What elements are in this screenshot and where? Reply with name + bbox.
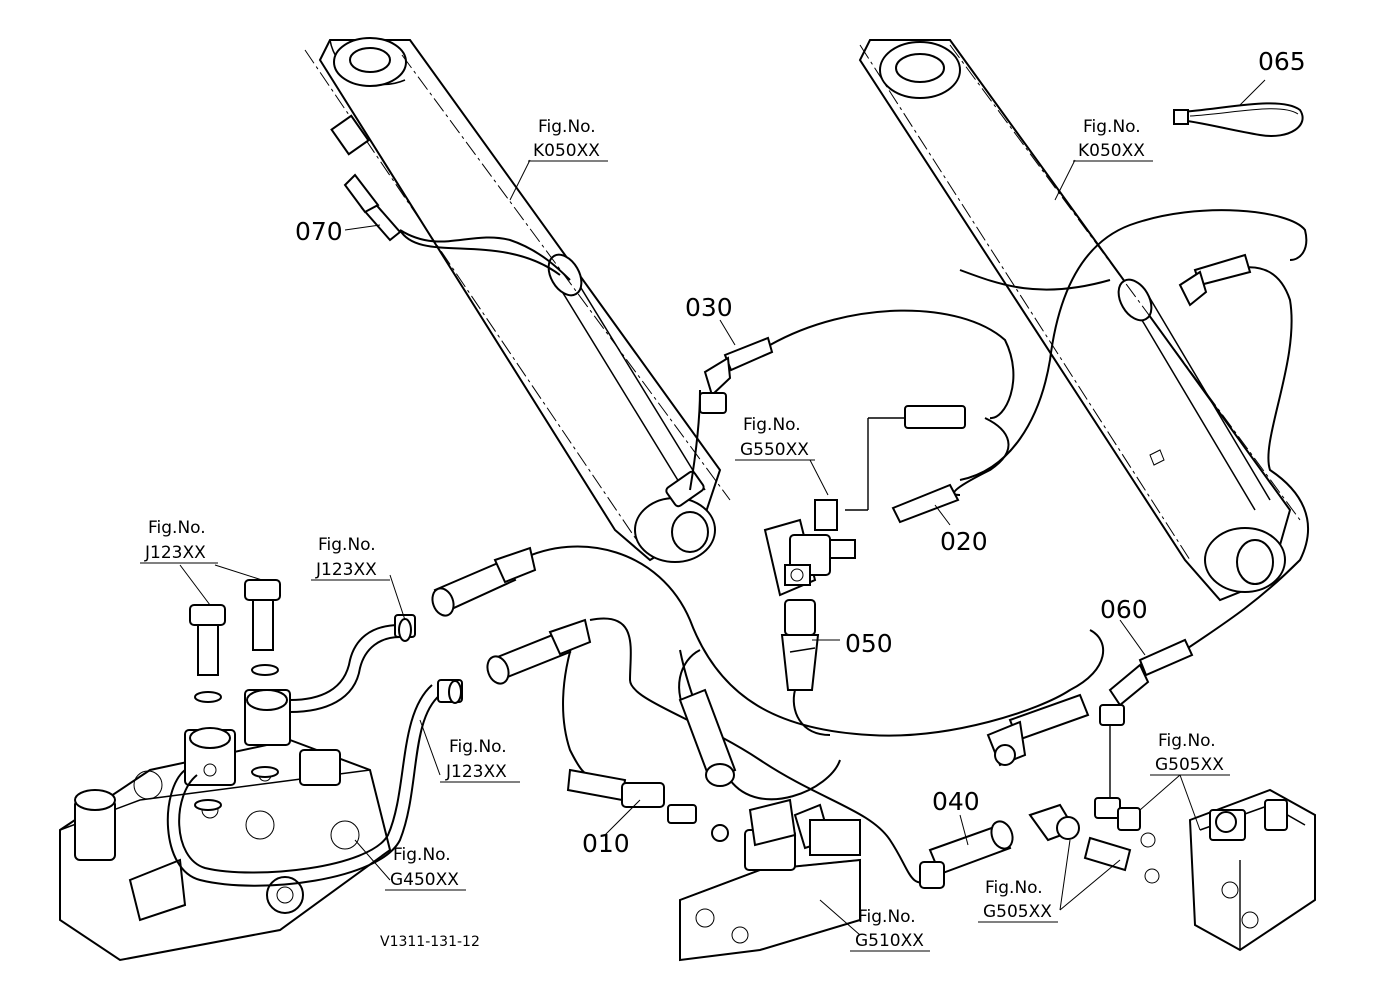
hose-060 (959, 253, 1310, 800)
svg-text:Fig.No.: Fig.No. (393, 845, 451, 865)
part-number-010: 010 (582, 829, 630, 858)
hose-end-lower-left (486, 618, 592, 685)
right-lift-cylinder (858, 39, 1301, 602)
fig-ref-g450: Fig.No. G450XX (385, 845, 466, 891)
fig-ref-k050-left: Fig.No. K050XX (528, 117, 608, 162)
svg-text:G505XX: G505XX (1155, 755, 1224, 775)
hose-end-center (678, 688, 737, 787)
svg-text:Fig.No.: Fig.No. (1083, 117, 1141, 137)
hose-070 (330, 114, 571, 281)
control-valve-g505 (1188, 788, 1316, 952)
part-number-065: 065 (1258, 47, 1306, 76)
cable-tie-065 (1173, 102, 1304, 137)
part-number-040: 040 (932, 787, 980, 816)
svg-text:Fig.No.: Fig.No. (858, 907, 916, 927)
svg-text:G450XX: G450XX (390, 870, 459, 890)
part-number-060: 060 (1100, 595, 1148, 624)
fig-ref-k050-right: Fig.No. K050XX (1073, 117, 1153, 162)
svg-text:Fig.No.: Fig.No. (538, 117, 596, 137)
fig-ref-g505-center: Fig.No. G505XX (978, 878, 1058, 923)
hose-end-050 (780, 599, 820, 691)
svg-text:Fig.No.: Fig.No. (318, 535, 376, 555)
svg-text:G510XX: G510XX (855, 931, 924, 951)
elbow-fittings-right (1028, 797, 1160, 884)
hose-030 (689, 309, 1015, 491)
fig-ref-g505-right: Fig.No. G505XX (1150, 731, 1230, 776)
svg-text:J123XX: J123XX (144, 543, 206, 563)
hose-010 (562, 634, 729, 842)
svg-text:G550XX: G550XX (740, 440, 809, 460)
hose-end-upper-left (431, 546, 537, 617)
fig-ref-j123-lower: Fig.No. J123XX (440, 737, 520, 783)
hose-end-right-upper (986, 693, 1090, 767)
hose-020 (845, 209, 1308, 524)
banjo-bolts-j123 (189, 579, 281, 811)
svg-text:K050XX: K050XX (533, 141, 600, 161)
part-number-020: 020 (940, 527, 988, 556)
fig-ref-g510: Fig.No. G510XX (850, 907, 930, 952)
svg-text:Fig.No.: Fig.No. (1158, 731, 1216, 751)
control-valve-g450 (59, 689, 392, 962)
part-number-070: 070 (295, 217, 343, 246)
svg-text:J123XX: J123XX (315, 560, 377, 580)
svg-text:J123XX: J123XX (445, 762, 507, 782)
fig-ref-j123-left: Fig.No. J123XX (140, 518, 218, 564)
fig-ref-j123-center: Fig.No. J123XX (311, 535, 390, 581)
drawing-code: V1311-131-12 (380, 934, 480, 950)
svg-text:Fig.No.: Fig.No. (985, 878, 1043, 898)
leader-lines (179, 79, 1266, 936)
part-number-050: 050 (845, 629, 893, 658)
solenoid-valve-g510 (679, 798, 861, 962)
svg-text:G505XX: G505XX (983, 902, 1052, 922)
steel-pipes-j123 (166, 614, 463, 887)
part-number-030: 030 (685, 293, 733, 322)
svg-text:Fig.No.: Fig.No. (449, 737, 507, 757)
left-lift-cylinder (304, 37, 731, 563)
svg-text:Fig.No.: Fig.No. (743, 415, 801, 435)
svg-text:Fig.No.: Fig.No. (148, 518, 206, 538)
tee-fitting-g550 (763, 499, 856, 597)
fig-ref-g550: Fig.No. G550XX (735, 415, 815, 461)
hose-end-040 (919, 820, 1014, 889)
svg-text:K050XX: K050XX (1078, 141, 1145, 161)
